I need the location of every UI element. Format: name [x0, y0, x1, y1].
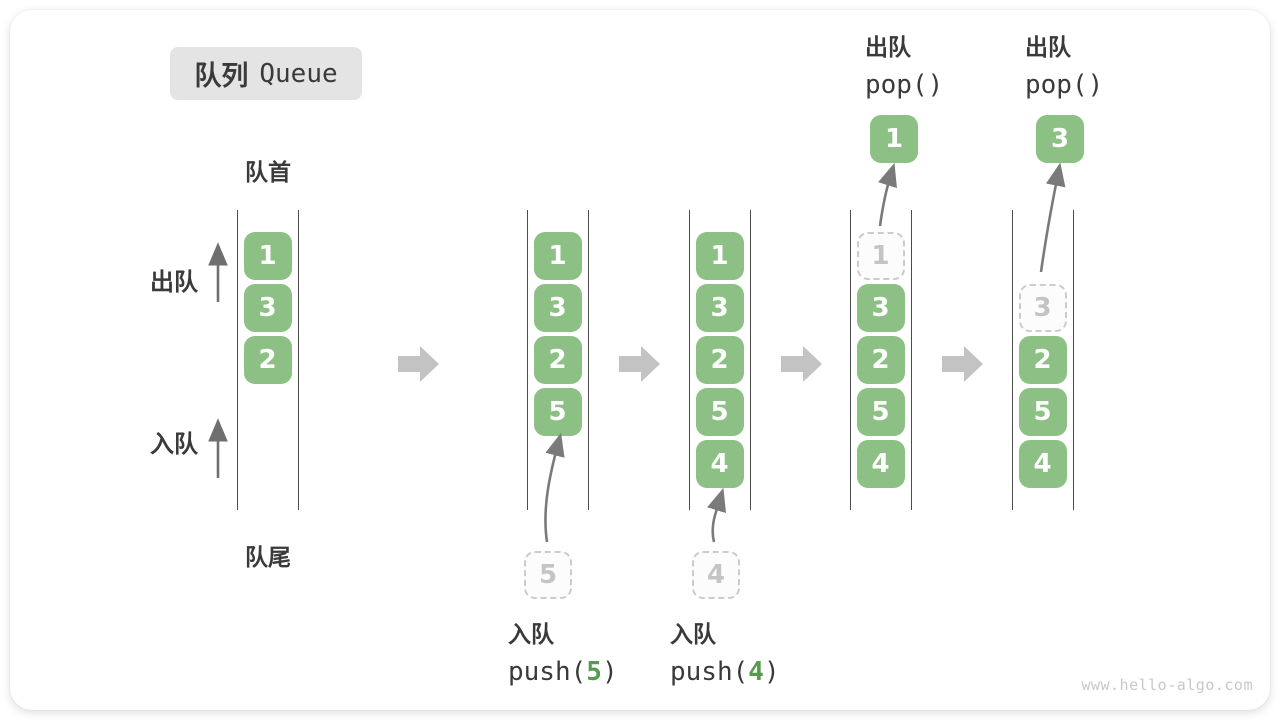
queue-cell: 2 [695, 336, 744, 384]
label-queue-front: 队首 [245, 160, 291, 186]
queue-cell: 3 [695, 284, 744, 332]
title-badge: 队列 Queue [170, 47, 362, 100]
title-zh: 队列 [194, 61, 249, 92]
title-en: Queue [259, 58, 338, 89]
queue-column-2: 1 3 2 5 [527, 210, 589, 510]
queue-cell: 2 [243, 336, 292, 384]
queue-cell: 5 [856, 388, 905, 436]
op-label-zh: 入队 [508, 622, 554, 648]
queue-cell: 2 [533, 336, 582, 384]
queue-cell: 4 [856, 440, 905, 488]
op-arg: 4 [748, 657, 764, 687]
queue-cell: 4 [695, 440, 744, 488]
op-fn: push( [508, 657, 587, 687]
queue-cell: 2 [856, 336, 905, 384]
popped-cell: 1 [870, 115, 918, 163]
op-label-zh: 入队 [670, 622, 716, 648]
op-arg: 5 [586, 657, 602, 687]
label-queue-rear: 队尾 [245, 545, 291, 571]
op-label-code: push(5) [508, 654, 618, 691]
queue-cell: 1 [243, 232, 292, 280]
op-label-pop-1: 出队 pop() [865, 30, 943, 104]
op-label-zh: 出队 [1025, 35, 1071, 61]
op-label-zh: 出队 [865, 35, 911, 61]
queue-column-3: 1 3 2 5 4 [689, 210, 751, 510]
pending-cell: 5 [524, 551, 572, 599]
op-label-code: pop() [865, 70, 944, 100]
figure-card [10, 10, 1270, 710]
queue-cell: 5 [695, 388, 744, 436]
queue-cell: 1 [695, 232, 744, 280]
queue-column-4: 1 3 2 5 4 [850, 210, 912, 510]
queue-column-5: 3 2 5 4 [1012, 210, 1074, 510]
queue-column-1: 1 3 2 [237, 210, 299, 510]
queue-cell: 5 [1018, 388, 1067, 436]
op-fn: push( [670, 657, 749, 687]
queue-cell: 3 [533, 284, 582, 332]
queue-cell: 3 [243, 284, 292, 332]
label-enqueue-side: 入队 [150, 430, 198, 458]
ghost-cell: 1 [856, 232, 905, 280]
op-label-pop-3: 出队 pop() [1025, 30, 1103, 104]
label-dequeue-side: 出队 [150, 268, 198, 296]
queue-cell: 5 [533, 388, 582, 436]
queue-cell: 2 [1018, 336, 1067, 384]
op-label-code: push(4) [670, 654, 780, 691]
op-label-code: pop() [1025, 70, 1104, 100]
popped-cell: 3 [1036, 115, 1084, 163]
queue-cell: 3 [856, 284, 905, 332]
queue-cell: 4 [1018, 440, 1067, 488]
pending-cell: 4 [692, 551, 740, 599]
op-label-push-4: 入队 push(4) [670, 617, 780, 691]
queue-cell: 1 [533, 232, 582, 280]
watermark: www.hello-algo.com [1081, 676, 1253, 694]
op-close: ) [763, 657, 780, 687]
ghost-cell: 3 [1018, 284, 1067, 332]
op-label-push-5: 入队 push(5) [508, 617, 618, 691]
op-close: ) [601, 657, 618, 687]
